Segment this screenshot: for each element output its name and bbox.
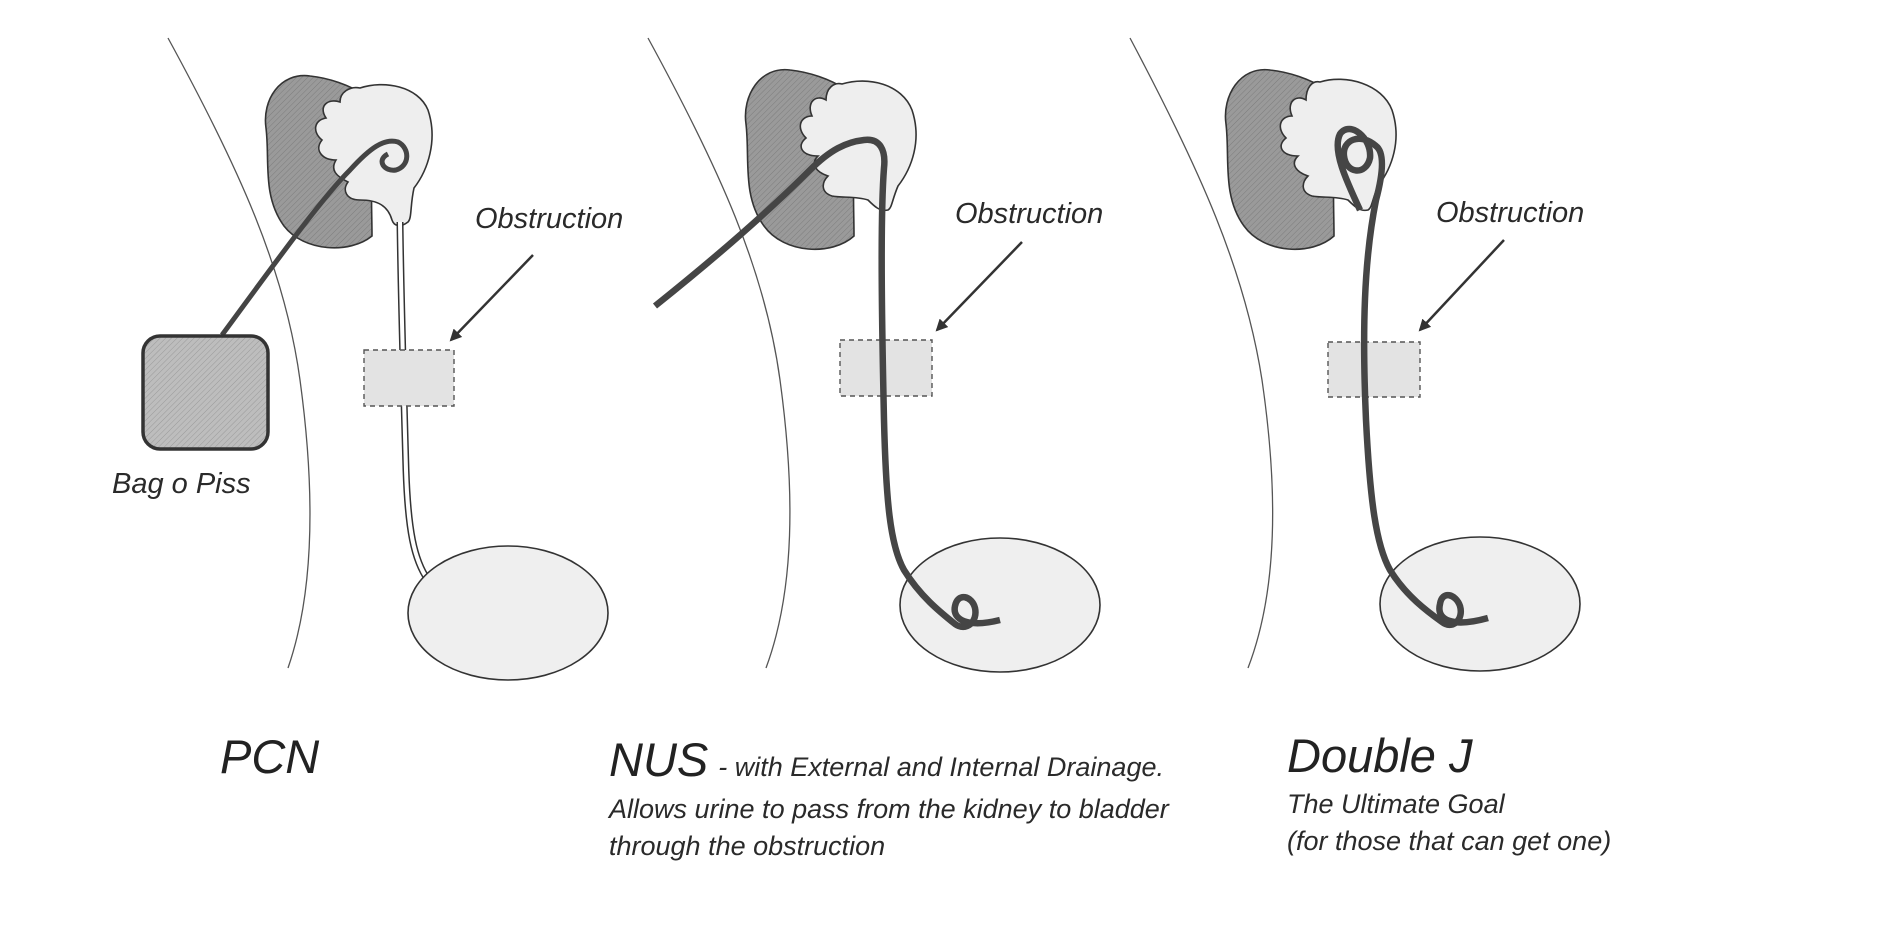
panel-title-double-j: Double J: [1287, 729, 1473, 782]
kidney: [264, 74, 433, 249]
obstruction-arrow: [935, 241, 1023, 332]
panel-pcn: [141, 37, 609, 681]
obstruction-box: [363, 349, 455, 407]
bladder: [1379, 536, 1581, 672]
description-line: Allows urine to pass from the kidney to …: [609, 794, 1169, 824]
bag-label: Bag o Piss: [112, 468, 251, 500]
description-line: (for those that can get one): [1287, 826, 1612, 856]
caption-double-j: Double J The Ultimate Goal (for those th…: [1287, 732, 1611, 860]
double-j-stent: [1334, 125, 1489, 629]
bladder: [899, 537, 1101, 673]
renal-pelvis: [314, 83, 433, 227]
drainage-bag: [141, 334, 270, 451]
panel-title-pcn: PCN: [220, 730, 320, 783]
body-outline: [647, 37, 791, 669]
renal-pelvis: [799, 80, 917, 212]
body-outline: [167, 37, 311, 669]
nus-catheter: [652, 136, 1001, 631]
obstruction-box: [1327, 341, 1421, 398]
description-double-j: The Ultimate Goal (for those that can ge…: [1287, 786, 1611, 860]
bladder: [407, 545, 609, 681]
kidney: [744, 68, 917, 251]
pcn-catheter: [219, 138, 410, 337]
panel-nus: [647, 37, 1101, 673]
body-outline: [1129, 37, 1274, 669]
description-line: through the obstruction: [609, 831, 886, 861]
obstruction-label-nus: Obstruction: [955, 198, 1104, 230]
caption-nus-heading: NUS - with External and Internal Drainag…: [609, 732, 1169, 787]
ureter: [396, 221, 431, 583]
panel-title-nus: NUS: [609, 733, 709, 786]
obstruction-label-pcn: Obstruction: [475, 203, 624, 235]
caption-nus: NUS - with External and Internal Drainag…: [609, 732, 1169, 865]
panel-subtitle-nus: - with External and Internal Drainage.: [718, 752, 1164, 782]
panel-double-j: [1129, 37, 1581, 672]
description-nus: Allows urine to pass from the kidney to …: [609, 791, 1169, 865]
obstruction-arrow: [449, 254, 534, 342]
obstruction-label-double-j: Obstruction: [1436, 197, 1585, 229]
obstruction-arrow: [1418, 239, 1505, 332]
description-line: The Ultimate Goal: [1287, 789, 1505, 819]
